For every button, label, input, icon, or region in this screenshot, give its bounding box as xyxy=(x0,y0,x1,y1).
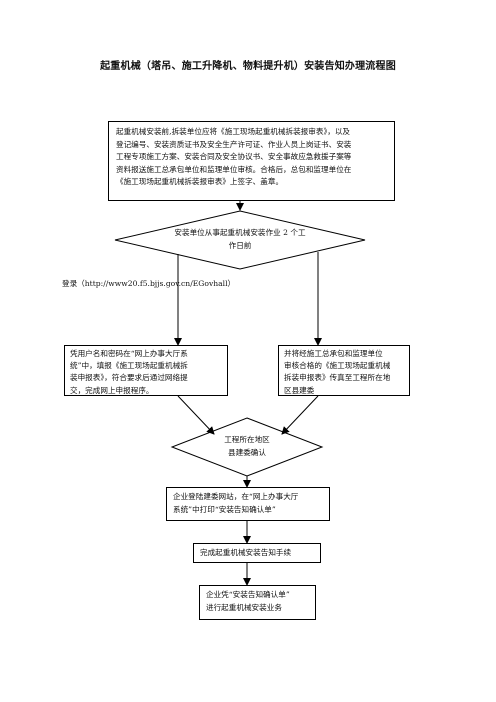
box1-line: 工程专项施工方案、安装合同及安全协议书、安全事故应急救援子案等 xyxy=(116,152,352,162)
diamond2-line1: 工程所在地区 xyxy=(224,435,270,444)
step-install-box: 企业凭“安装告知确认单” 进行起重机械安装业务 xyxy=(199,585,316,620)
box3-line2: 系统”中打印“安装告知确认单” xyxy=(173,504,276,514)
box5-line2: 进行起重机械安装业务 xyxy=(206,602,282,612)
page-title: 起重机械（塔吊、施工升降机、物料提升机）安装告知办理流程图 xyxy=(100,61,396,72)
right-box-line: 拆装申报表》传真至工程所在地 xyxy=(284,373,391,383)
step-complete-box: 完成起重机械安装告知手续 xyxy=(193,543,321,563)
right-box-line: 审核合格的《施工现场起重机械 xyxy=(284,361,391,371)
box1-line: 资料报送施工总承包单位和监理单位审核。合格后，总包和监理单位在 xyxy=(116,164,352,174)
box1-line: 《施工现场起重机械拆装报审表》上签字、盖章。 xyxy=(116,177,284,187)
diamond1-line1: 安装单位从事起重机械安装作业 2 个工 xyxy=(174,228,306,237)
diamond1-line2: 作日前 xyxy=(228,240,252,250)
left-box-line: 装申报表》，符合要求后通过网络提 xyxy=(70,373,188,383)
right-box-line: 区县建委 xyxy=(284,385,315,395)
step-online-apply-box: 凭用户名和密码在“网上办事大厅系 统”中，填报《施工现场起重机械拆 装申报表》，… xyxy=(64,345,228,396)
left-box-line: 交，完成网上申报程序。 xyxy=(70,385,154,395)
step-submit-review-box: 起重机械安装前,拆装单位应将《施工现场起重机械拆装报审表》，以及 登记编号、安装… xyxy=(108,121,395,201)
step-print-confirmation-box: 企业登陆建委网站，在“网上办事大厅 系统”中打印“安装告知确认单” xyxy=(166,487,330,521)
box3-line1: 企业登陆建委网站，在“网上办事大厅 xyxy=(173,492,299,501)
login-url-note: 登录（http://www20.f5.bjjs.gov.cn/EGovhall） xyxy=(62,279,236,288)
diamond1-label: 安装单位从事起重机械安装作业 2 个工 作日前 xyxy=(150,227,330,252)
right-box-line: 并将经施工总承包和监理单位 xyxy=(284,349,383,358)
box1-line: 起重机械安装前,拆装单位应将《施工现场起重机械拆装报审表》，以及 xyxy=(116,127,351,136)
arrow-left-to-diamond2 xyxy=(177,395,215,435)
arrow-right-to-diamond2 xyxy=(281,395,319,435)
left-box-line: 凭用户名和密码在“网上办事大厅系 xyxy=(70,349,188,358)
diamond2-line2: 县建委确认 xyxy=(228,447,266,457)
left-box-line: 统”中，填报《施工现场起重机械拆 xyxy=(70,361,188,371)
box5-line1: 企业凭“安装告知确认单” xyxy=(206,590,290,599)
box1-line: 登记编号、安装资质证书及安全生产许可证、作业人员上岗证书、安装 xyxy=(116,139,352,149)
step-fax-box: 并将经施工总承包和监理单位 审核合格的《施工现场起重机械 拆装申报表》传真至工程… xyxy=(278,345,410,396)
diamond2-label: 工程所在地区 县建委确认 xyxy=(197,434,297,459)
box4-text: 完成起重机械安装告知手续 xyxy=(200,548,292,557)
